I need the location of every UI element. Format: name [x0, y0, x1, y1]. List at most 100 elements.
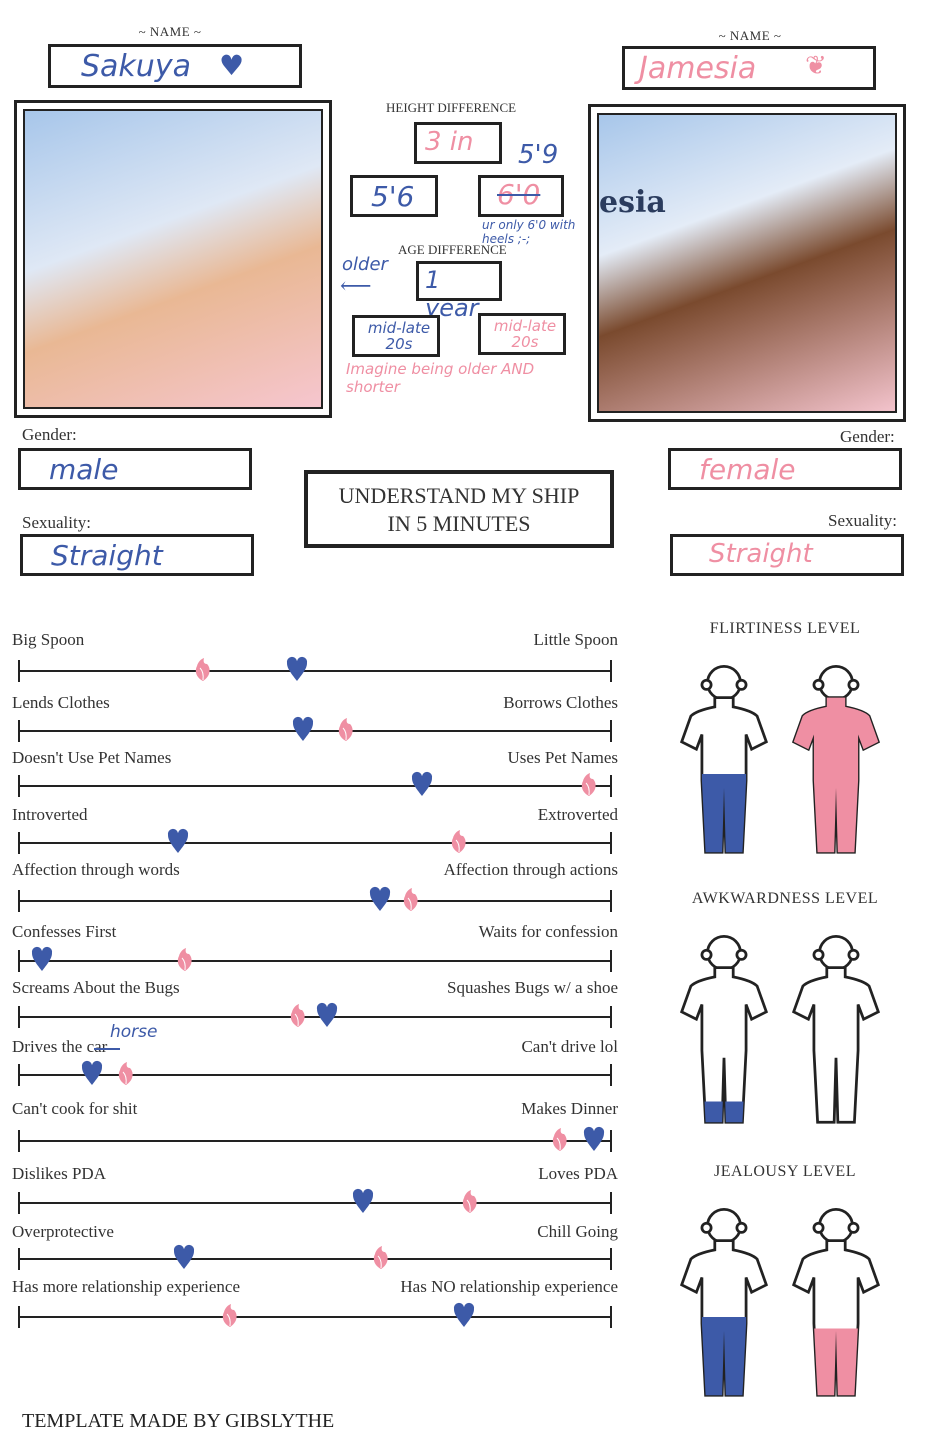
- slider-right-label: Can't drive lol: [521, 1037, 618, 1056]
- left-sexuality: Straight: [51, 539, 163, 572]
- age-diff-field: 1 year: [416, 261, 502, 322]
- sakuya-heart-marker: [167, 828, 189, 854]
- right-gender-field: female: [668, 448, 902, 490]
- slider-left-label: Confesses First: [12, 922, 117, 941]
- slider-right-label: Squashes Bugs w/ a shoe: [447, 978, 618, 997]
- left-height: 5'6: [371, 180, 415, 213]
- sakuya-level-figure: [668, 648, 780, 882]
- jamesia-butterfly-marker: [218, 1302, 240, 1328]
- drives-correction: horse: [110, 1022, 158, 1042]
- right-sexuality: Straight: [709, 539, 813, 569]
- sakuya-heart-marker: [352, 1188, 374, 1214]
- slider-track: [18, 1002, 612, 1028]
- slider-track: [18, 771, 612, 797]
- left-name-field: Sakuya ♥: [48, 44, 302, 88]
- right-height-field: 6'0: [478, 175, 564, 217]
- slider-right-label: Little Spoon: [533, 630, 618, 649]
- left-name-caption: ~ NAME ~: [138, 24, 202, 39]
- jamesia-butterfly-marker: [191, 656, 213, 682]
- sakuya-heart-marker: [286, 656, 308, 682]
- older-note: older: [342, 254, 388, 275]
- strike-through: [94, 1048, 120, 1050]
- left-sexuality-label: Sexuality:: [22, 513, 91, 532]
- height-diff: 3 in: [425, 127, 474, 157]
- slider-right-label: Affection through actions: [443, 860, 618, 879]
- slider-track: [18, 1126, 612, 1152]
- slider-left-label: Can't cook for shit: [12, 1099, 138, 1118]
- jamesia-butterfly-marker: [286, 1002, 308, 1028]
- age-note: Imagine being older AND shorter: [346, 360, 535, 396]
- right-name-field: Jamesia ❦: [622, 46, 876, 90]
- title-line-1: UNDERSTAND MY SHIP: [338, 483, 580, 508]
- slider-track: [18, 1188, 612, 1214]
- slider-track: [18, 886, 612, 912]
- slider-right-label: Uses Pet Names: [507, 748, 618, 767]
- height-title: HEIGHT DIFFERENCE: [386, 100, 517, 115]
- right-height-fixed: 5'9: [518, 140, 559, 170]
- right-name-caption: ~ NAME ~: [718, 28, 782, 43]
- jamesia-butterfly-marker: [173, 946, 195, 972]
- right-sexuality-label: Sexuality:: [828, 511, 897, 530]
- jamesia-butterfly-marker: [577, 771, 599, 797]
- slider-left-label: Overprotective: [12, 1222, 114, 1241]
- left-gender-label: Gender:: [22, 425, 77, 444]
- jamesia-butterfly-marker: [399, 886, 421, 912]
- jamesia-butterfly-marker: [334, 716, 356, 742]
- slider-left-label: Affection through words: [12, 860, 180, 879]
- right-age-field: mid-late 20s: [478, 313, 566, 355]
- title-line-2: IN 5 MINUTES: [387, 511, 531, 536]
- slider-left-label: Lends Clothes: [12, 693, 110, 712]
- right-gender-label: Gender:: [840, 427, 895, 446]
- slider-right-label: Extroverted: [537, 805, 618, 824]
- slider-left-label: Introverted: [12, 805, 88, 824]
- slider-track: [18, 1302, 612, 1328]
- sakuya-heart-marker: [81, 1060, 103, 1086]
- sakuya-heart-marker: [411, 771, 433, 797]
- sakuya-heart-marker: [369, 886, 391, 912]
- slider-left-label: Drives the car: [12, 1037, 108, 1056]
- right-height-crossed: 6'0: [497, 178, 541, 211]
- heart-icon: ♥: [219, 49, 245, 82]
- slider-track: [18, 828, 612, 854]
- slider-right-label: Has NO relationship experience: [400, 1277, 618, 1296]
- slider-track: [18, 1060, 612, 1086]
- jamesia-butterfly-marker: [548, 1126, 570, 1152]
- arrow-left-icon: ⟵: [340, 274, 372, 299]
- sakuya-heart-marker: [173, 1244, 195, 1270]
- sakuya-heart-marker: [292, 716, 314, 742]
- right-sexuality-field: Straight: [670, 534, 904, 576]
- slider-left-label: Dislikes PDA: [12, 1164, 106, 1183]
- left-age-field: mid-late 20s: [352, 315, 440, 357]
- height-note: ur only 6'0 with heels ;-;: [482, 218, 576, 246]
- right-photo-text: esia: [599, 185, 666, 220]
- slider-left-label: Doesn't Use Pet Names: [12, 748, 172, 767]
- butterfly-icon: ❦: [805, 51, 827, 81]
- jamesia-butterfly-marker: [447, 828, 469, 854]
- right-name: Jamesia: [639, 51, 757, 86]
- slider-left-label: Has more relationship experience: [12, 1277, 240, 1296]
- left-height-field: 5'6: [350, 175, 438, 217]
- sakuya-heart-marker: [453, 1302, 475, 1328]
- slider-right-label: Loves PDA: [538, 1164, 618, 1183]
- slider-right-label: Chill Going: [537, 1222, 618, 1241]
- jamesia-level-figure: [780, 918, 892, 1152]
- jamesia-level-figure: [780, 648, 892, 882]
- right-age: mid-late 20s: [493, 317, 557, 351]
- slider-track: [18, 716, 612, 742]
- jamesia-butterfly-marker: [458, 1188, 480, 1214]
- right-gender: female: [699, 453, 796, 486]
- level-title: JEALOUSY LEVEL: [714, 1163, 856, 1180]
- right-character-image: esia: [588, 104, 906, 422]
- sakuya-heart-marker: [31, 946, 53, 972]
- slider-track: [18, 946, 612, 972]
- jamesia-butterfly-marker: [114, 1060, 136, 1086]
- left-gender: male: [49, 453, 119, 486]
- left-name: Sakuya: [81, 49, 191, 84]
- level-title: AWKWARDNESS LEVEL: [691, 890, 879, 907]
- jamesia-level-figure: [780, 1191, 892, 1425]
- left-age: mid-late 20s: [367, 319, 431, 353]
- slider-left-label: Big Spoon: [12, 630, 85, 649]
- footer-credit: TEMPLATE MADE BY GIBSLYTHE: [22, 1410, 335, 1432]
- slider-right-label: Waits for confession: [478, 922, 618, 941]
- title-box: UNDERSTAND MY SHIP IN 5 MINUTES: [304, 470, 614, 548]
